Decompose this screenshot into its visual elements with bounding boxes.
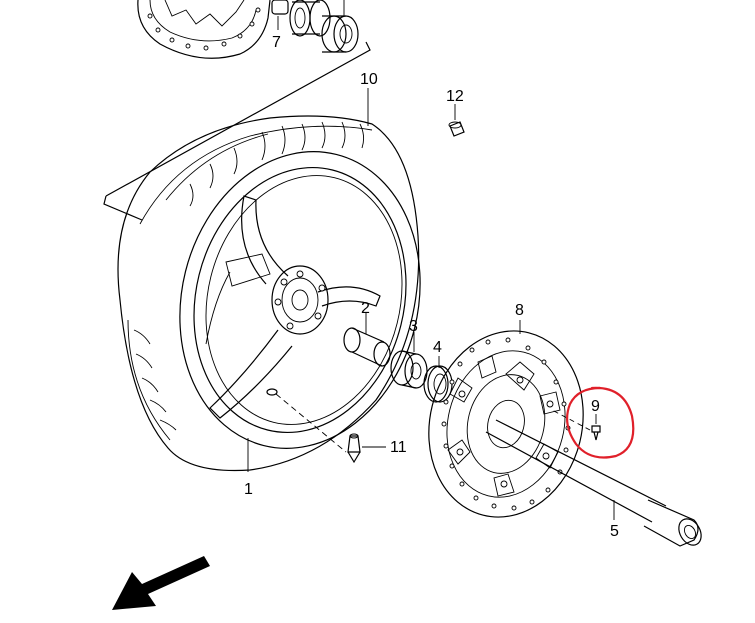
callout-8: 8 [515, 302, 524, 319]
front-axle [485, 419, 702, 547]
callout-12: 12 [446, 88, 464, 105]
tire-valve [347, 433, 361, 464]
front-direction-arrow-icon [112, 556, 210, 610]
wheel-bearing [390, 350, 428, 389]
callout-11: 11 [390, 439, 407, 456]
wheel-tire-assembly [117, 115, 421, 472]
callout-9: 9 [591, 398, 600, 415]
upper-spacer-bearing [271, 0, 359, 53]
callout-2: 2 [361, 300, 370, 317]
callout-5: 5 [610, 523, 619, 540]
callout-7: 7 [272, 34, 281, 51]
highlight-circle [565, 386, 635, 459]
callout-10: 10 [360, 71, 378, 88]
callout-4: 4 [433, 339, 442, 356]
callout-1: 1 [244, 481, 253, 498]
oil-seal [423, 365, 453, 403]
valve-cap [448, 121, 465, 137]
spacer [343, 327, 391, 367]
brake-disc [428, 330, 584, 518]
assembly-guide-line [103, 41, 371, 221]
callout-3: 3 [409, 318, 418, 335]
disc-bolt [591, 425, 601, 441]
partial-brake-disc [137, 0, 271, 59]
